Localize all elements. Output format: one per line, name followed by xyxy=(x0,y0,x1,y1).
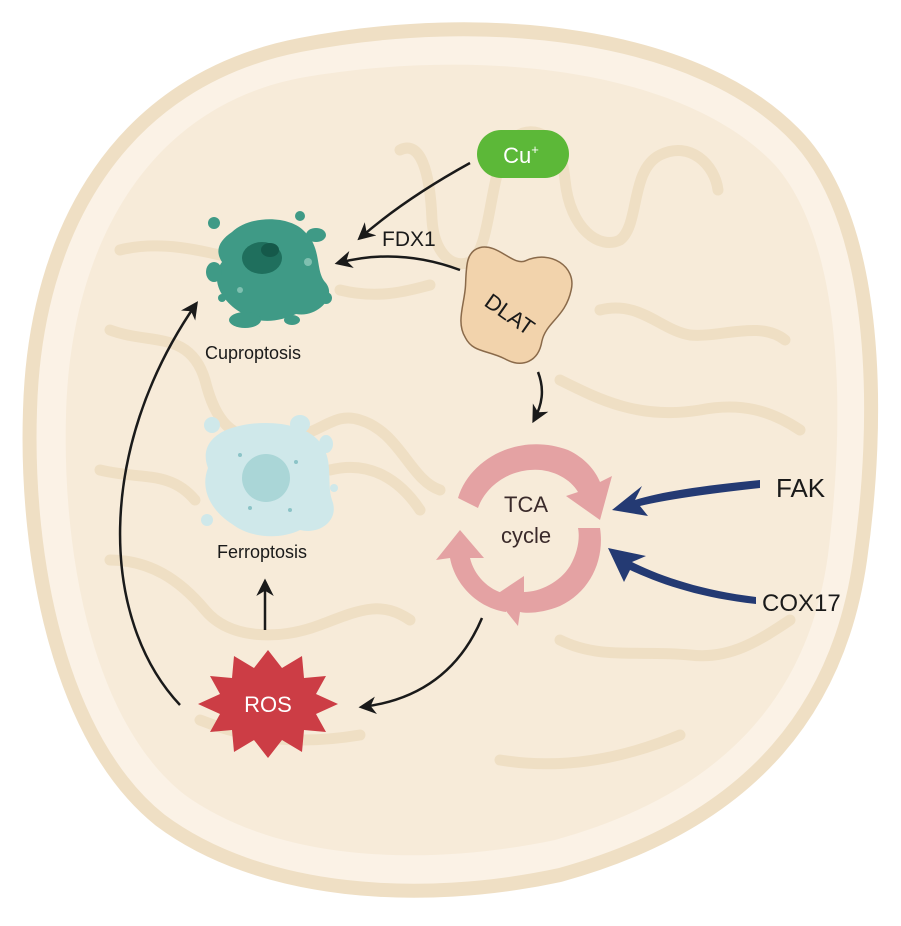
cuproptosis-cell-icon xyxy=(206,211,332,328)
tca-label-line1: TCA xyxy=(504,492,548,517)
cox17-inhibition-arrow xyxy=(608,548,756,604)
fak-label: FAK xyxy=(776,473,826,503)
svg-text:Cu+: Cu+ xyxy=(503,142,539,168)
arrow-tca-to-ros xyxy=(358,617,484,715)
tca-label-line2: cycle xyxy=(501,523,551,548)
fdx1-label: FDX1 xyxy=(382,228,436,251)
cuproptosis-label: Cuproptosis xyxy=(205,343,301,363)
ferroptosis-cell-icon xyxy=(201,415,338,537)
cu-ion-badge: Cu+ xyxy=(477,130,569,178)
arrow-ros-to-cuproptosis xyxy=(118,301,198,706)
cristae xyxy=(94,126,806,770)
cox17-label: COX17 xyxy=(762,590,841,617)
tca-cycle-arrows xyxy=(436,444,612,626)
arrow-fdx1-to-cuproptosis xyxy=(334,250,461,272)
arrow-dlat-to-tca xyxy=(532,371,549,424)
dlat-enzyme xyxy=(460,246,573,364)
ros-burst-icon xyxy=(198,650,338,758)
fak-inhibition-arrow xyxy=(612,480,760,516)
ferroptosis-label: Ferroptosis xyxy=(217,542,307,562)
ros-label: ROS xyxy=(244,692,292,717)
arrow-cu-to-cuproptosis xyxy=(357,161,471,241)
